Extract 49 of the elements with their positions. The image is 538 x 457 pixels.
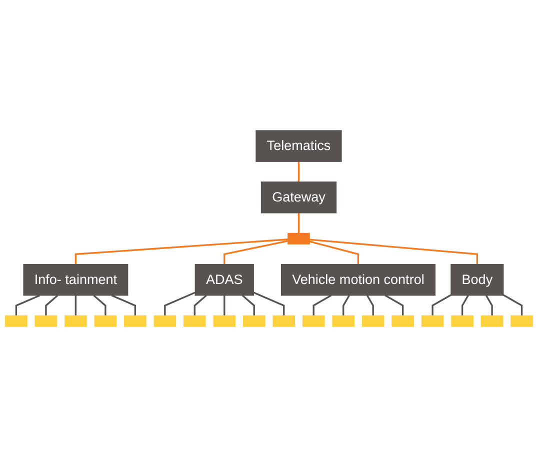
node-box: [64, 315, 87, 327]
connector: [309, 240, 360, 264]
node-box: [34, 315, 58, 327]
node-box: [510, 315, 533, 327]
connector: [461, 294, 469, 316]
connector: [312, 294, 332, 316]
connector: [366, 294, 374, 316]
connector: [242, 294, 255, 316]
node-box: [332, 315, 354, 327]
connector: [111, 294, 136, 316]
node-box: [421, 315, 444, 327]
node-box: [213, 315, 236, 327]
connector: [342, 294, 350, 316]
connector: [224, 295, 226, 316]
node-box: [392, 315, 414, 327]
connector: [253, 292, 285, 316]
node-box: [154, 315, 176, 327]
connector: [309, 238, 478, 264]
node-box: Info- tainment: [23, 264, 128, 296]
node-box: Gateway: [260, 182, 337, 214]
connector: [298, 212, 300, 234]
connector: [164, 292, 196, 316]
connector: [15, 294, 40, 316]
node-box: [362, 315, 384, 327]
node-box: Telematics: [256, 130, 342, 162]
connector: [298, 162, 300, 182]
node-box: [124, 315, 146, 327]
node-box: [272, 315, 296, 327]
connector: [485, 294, 493, 316]
node-box: [302, 315, 325, 327]
connector: [384, 294, 404, 316]
connector: [224, 240, 288, 264]
connector: [93, 294, 106, 316]
connector: [45, 294, 58, 316]
node-box: Vehicle motion control: [280, 264, 436, 296]
connector: [74, 295, 77, 316]
node-bar: [288, 232, 310, 244]
connector: [74, 238, 288, 264]
node-box: [242, 315, 266, 327]
connector: [432, 294, 452, 316]
node-box: [184, 315, 206, 327]
node-box: [94, 315, 117, 327]
node-box: Body: [450, 264, 504, 296]
node-box: ADAS: [194, 264, 254, 296]
node-box: [451, 315, 474, 327]
node-box: [5, 315, 28, 327]
node-box: [480, 315, 504, 327]
connector: [502, 294, 523, 316]
connector: [194, 294, 207, 316]
